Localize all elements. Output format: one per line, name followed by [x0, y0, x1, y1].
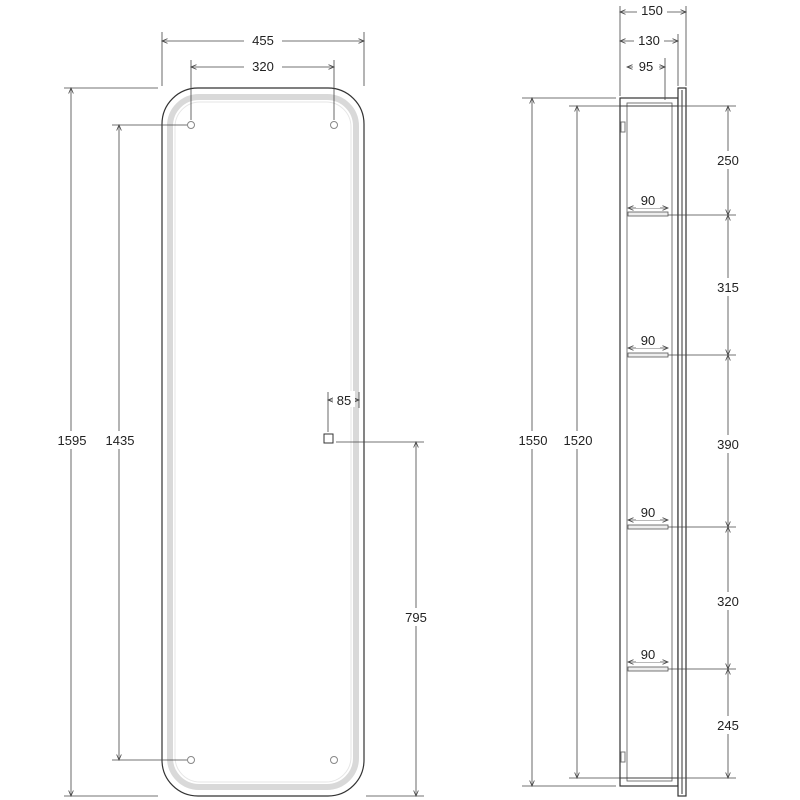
dim-front-width: 455 — [252, 33, 274, 48]
glass-shelf — [627, 211, 669, 217]
dim-hole-height: 1435 — [106, 433, 135, 448]
side-view: 90 90 90 90 150 130 95 1550 1 — [511, 2, 746, 797]
dim-shelf-depth: 90 — [641, 505, 655, 520]
dim-socket-offset: 85 — [337, 393, 351, 408]
dim-shelf-depth: 90 — [641, 333, 655, 348]
dim-inner-depth: 95 — [639, 59, 653, 74]
glass-shelf — [627, 666, 669, 672]
socket-marker — [323, 433, 334, 444]
glass-shelf — [627, 524, 669, 530]
mounting-hole — [330, 756, 338, 764]
mounting-hole — [187, 121, 195, 129]
dim-shelf-depth: 90 — [641, 647, 655, 662]
dim-cabinet-depth: 130 — [638, 33, 660, 48]
dim-side-height: 1550 — [519, 433, 548, 448]
dim-shelf-gap: 250 — [717, 153, 739, 168]
hinge — [620, 121, 626, 133]
dim-total-depth: 150 — [641, 3, 663, 18]
dim-socket-height: 795 — [405, 610, 427, 625]
glass-shelf — [627, 352, 669, 358]
dim-shelf-gap: 390 — [717, 437, 739, 452]
dim-shelf-gap: 315 — [717, 280, 739, 295]
dim-shelf-gap: 245 — [717, 718, 739, 733]
cabinet-inner-wall — [626, 102, 673, 782]
mounting-hole — [187, 756, 195, 764]
dim-inner-height: 1520 — [564, 433, 593, 448]
dim-shelf-depth: 90 — [641, 193, 655, 208]
mirror-outline — [161, 87, 365, 797]
front-view: 455 320 1595 1435 85 795 — [50, 32, 436, 796]
mounting-hole — [330, 121, 338, 129]
dim-hole-spacing: 320 — [252, 59, 274, 74]
dim-front-height: 1595 — [58, 433, 87, 448]
hinge — [620, 751, 626, 763]
dim-shelf-gap: 320 — [717, 594, 739, 609]
